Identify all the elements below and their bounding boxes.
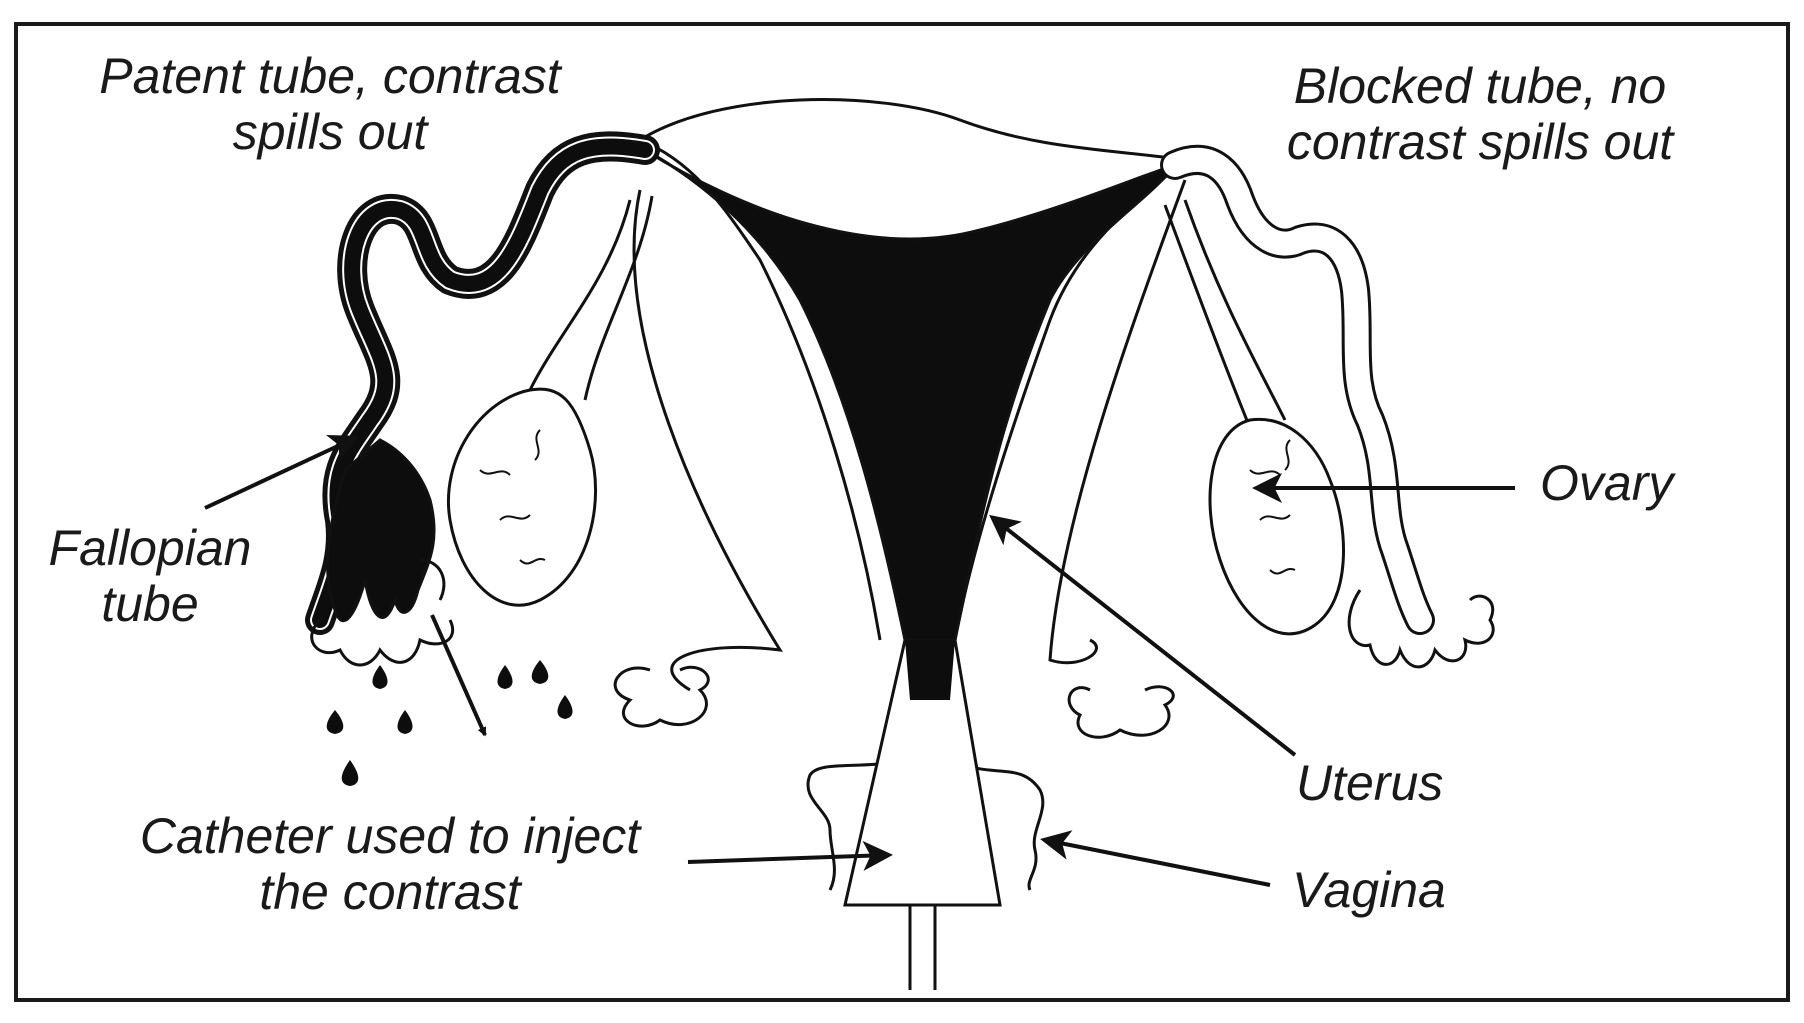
patent-tube-label-line1: Patent tube, contrast xyxy=(99,48,561,104)
left-ligament xyxy=(632,189,783,692)
frame xyxy=(14,22,1790,1002)
right-fallopian-tube-lumen xyxy=(1163,148,1432,632)
right-ovary xyxy=(1208,417,1345,636)
ovary-label-text: Ovary xyxy=(1540,455,1674,511)
uterus-label-text: Uterus xyxy=(1296,755,1444,811)
catheter-arrow xyxy=(687,840,893,871)
right-ligament xyxy=(1048,179,1187,665)
right-tube-stalk xyxy=(1163,199,1287,441)
blocked-tube-label-line1: Blocked tube, no xyxy=(1293,58,1667,114)
vagina-label: Vagina xyxy=(1292,862,1446,918)
uterus-label: Uterus xyxy=(1296,755,1443,811)
left-tube-stalk xyxy=(528,195,654,401)
left-ovary-texture xyxy=(479,429,546,565)
catheter-label-line1: Catheter used to inject xyxy=(139,808,641,864)
spill-arrow xyxy=(430,614,487,737)
right-ovary-texture xyxy=(1249,439,1296,575)
contrast-droplets xyxy=(326,660,573,786)
right-fimbriae xyxy=(1347,589,1495,669)
patent-tube-label-line2: spills out xyxy=(232,104,428,160)
right-round-ligament xyxy=(1067,685,1175,739)
catheter-label: Catheter used to inject the contrast xyxy=(100,808,680,920)
patent-tube-label: Patent tube, contrast spills out xyxy=(75,48,585,160)
fallopian-tube-label-line1: Fallopian xyxy=(48,520,252,576)
left-fimbriae-outline xyxy=(310,558,455,667)
blocked-tube-label: Blocked tube, no contrast spills out xyxy=(1260,58,1700,170)
uterus-arrow xyxy=(989,514,1297,757)
left-round-ligament xyxy=(613,665,710,728)
ovary-label: Ovary xyxy=(1540,455,1673,511)
fallopian-tube-label: Fallopian tube xyxy=(30,520,270,632)
vagina-right-wall xyxy=(954,758,1045,891)
vagina-label-text: Vagina xyxy=(1292,862,1446,918)
left-ovary xyxy=(447,387,597,607)
fallopian-tube-label-line2: tube xyxy=(101,576,199,632)
catheter-top-contrast xyxy=(905,640,955,700)
vagina-arrow xyxy=(1040,830,1271,887)
blocked-tube-label-line2: contrast spills out xyxy=(1286,114,1674,170)
left-fimbriae-contrast xyxy=(326,438,436,623)
catheter-label-line2: the contrast xyxy=(259,864,521,920)
uterine-cavity-contrast xyxy=(644,148,1179,642)
uterus-fundus xyxy=(639,98,1186,162)
fallopian-arrow xyxy=(204,434,360,510)
